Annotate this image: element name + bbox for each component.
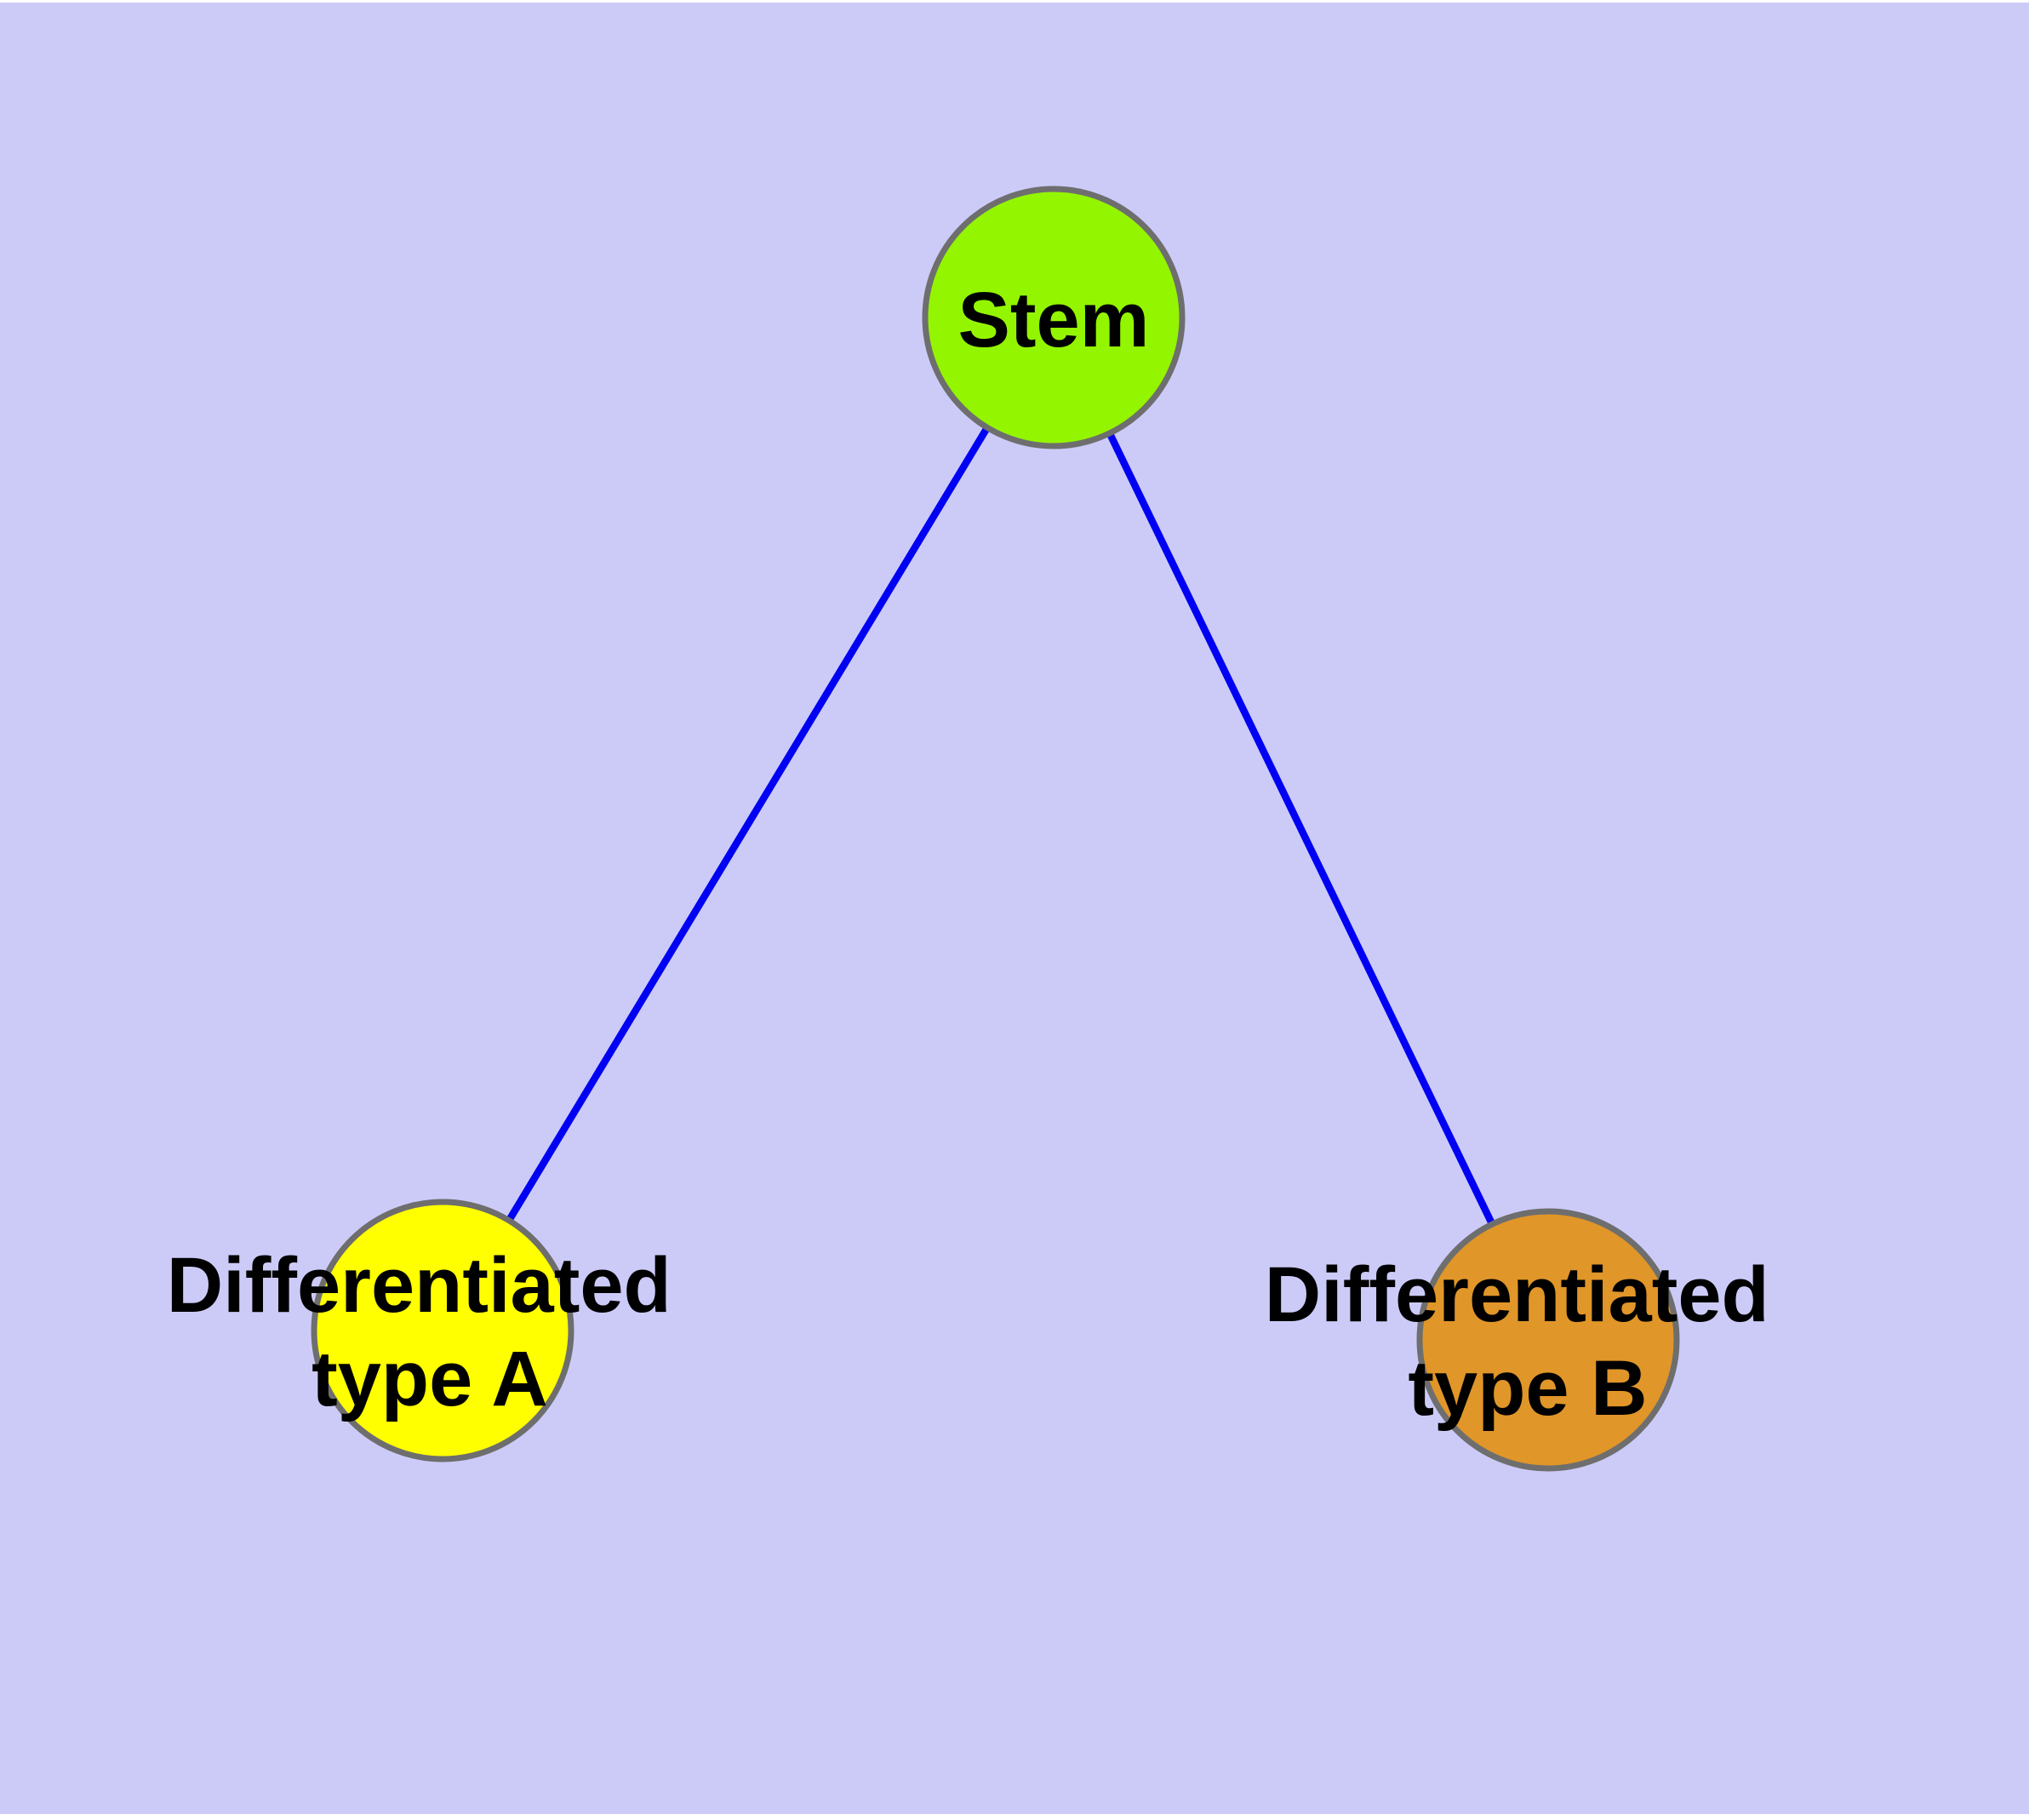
node-b-label-line2: type B [1408,1345,1647,1432]
node-stem-label-line1: Stem [958,277,1150,363]
node-stem-label: Stem [958,277,1150,363]
edge-stem-to-type-a [439,315,1057,1333]
node-b-label-line1: Differentiated [1265,1251,1769,1338]
node-a-label-line1: Differentiated [167,1242,672,1329]
node-stem [922,186,1186,449]
node-a-label-line2: type A [311,1336,548,1422]
node-differentiated-type-b [1416,1208,1680,1472]
node-differentiated-type-a [311,1199,574,1462]
edge-stem-to-type-b [1050,316,1552,1342]
node-differentiated-type-a-label: Differentiated type A [167,1242,694,1422]
node-differentiated-type-b-label: Differentiated type B [1265,1251,1792,1432]
